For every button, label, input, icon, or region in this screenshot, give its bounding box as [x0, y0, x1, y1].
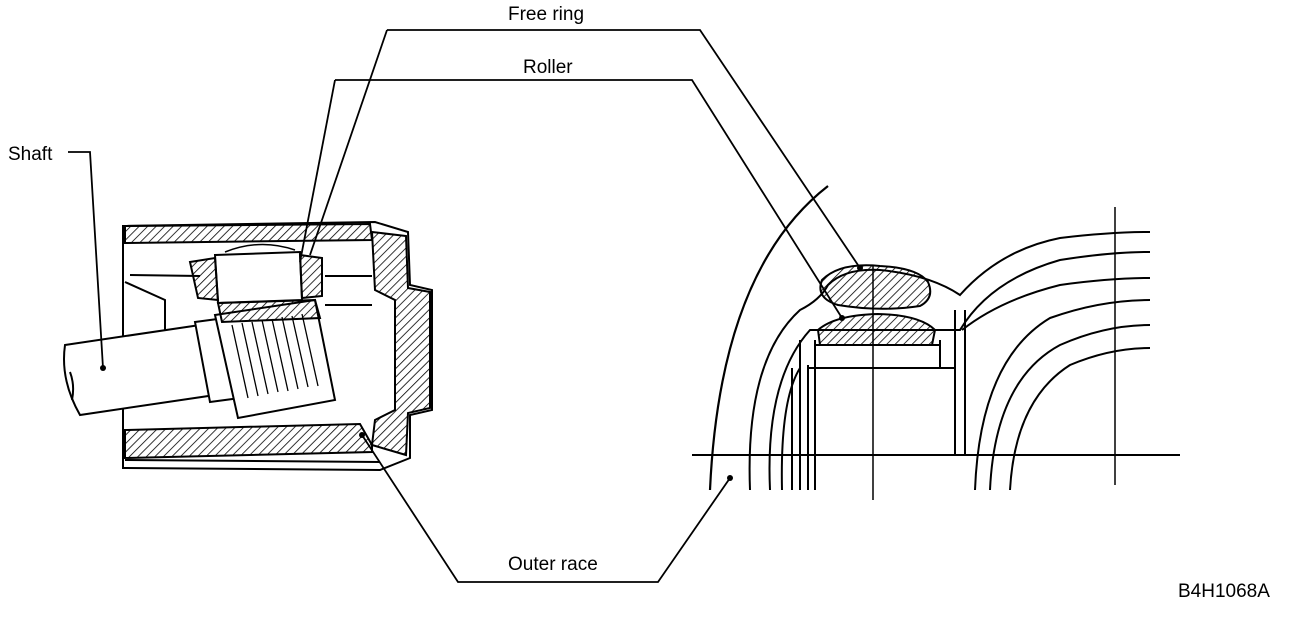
leader-lines: [68, 29, 861, 583]
roller-leader: [383, 79, 843, 319]
outer-race-end-wall: [370, 230, 431, 457]
outer-race-bottom-wall: [124, 422, 373, 460]
figure-id-label: B4H1068A: [1178, 581, 1270, 602]
shaft-label: Shaft: [8, 144, 53, 165]
housing-profile: [748, 231, 1151, 491]
upper-roller-right-ring: [298, 253, 323, 300]
enlarged-section: [692, 185, 1180, 500]
roller-label: Roller: [523, 57, 573, 78]
free-ring-label: Free ring: [508, 4, 585, 25]
joint-cutaway: [63, 220, 433, 472]
roller-section: [816, 312, 937, 346]
outer-race-arc: [708, 185, 829, 491]
shaft-leader: [68, 151, 104, 369]
upper-roller-left-ring: [188, 256, 220, 302]
spider-splines: [231, 313, 319, 399]
free-ring-section: [819, 264, 932, 310]
free-ring-leader: [387, 29, 861, 269]
outer-race-leader: [361, 434, 731, 583]
outer-race-label: Outer race: [508, 554, 598, 575]
outer-race-top-wall: [124, 222, 374, 245]
upper-roller: [213, 250, 304, 305]
